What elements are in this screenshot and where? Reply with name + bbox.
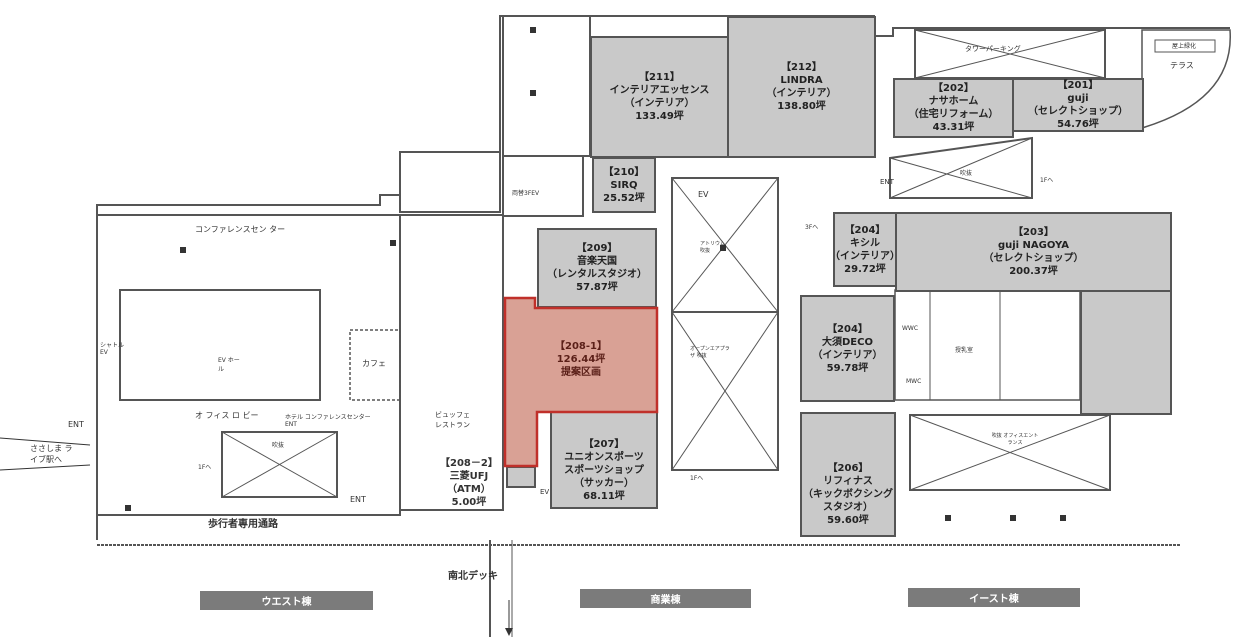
unit-name: SIRQ: [610, 179, 638, 191]
unit-number: 【207】: [583, 438, 625, 450]
proposal-label: 【208-1】 126.44坪 提案区画: [505, 340, 657, 379]
unit-name: LINDRA: [780, 75, 823, 86]
unit-type: （住宅リフォーム）: [908, 109, 999, 120]
unit-name: guji: [1067, 93, 1089, 104]
exchange-3f-ev-label: 両替3FEV: [512, 190, 540, 197]
unit-area: 59.60坪: [827, 515, 869, 526]
nursing-room-label: 授乳室: [955, 347, 974, 354]
unit-type: （キックボクシング: [803, 489, 893, 500]
unit-type: スタジオ）: [823, 502, 873, 513]
office-entrance-void-label: 吹抜 オフィスエントランス: [991, 433, 1039, 446]
cafe-label: カフェ: [362, 359, 386, 368]
unit-207[interactable]: 【207】ユニオンスポーツスポーツショップ（サッカー）68.11坪: [550, 411, 658, 509]
office-lobby-label: オ フィス ロ ビー: [195, 411, 259, 420]
unit-204-kishiru[interactable]: 【204】キシル（インテリア）29.72坪: [830, 212, 900, 287]
unit-type: （インテリア）: [624, 98, 695, 109]
ev-label: EV: [698, 190, 709, 199]
unit-202[interactable]: 【202】ナサホーム （住宅リフォーム） 43.31坪: [893, 78, 1014, 138]
to-1f-label-2: 1Fへ: [1040, 177, 1054, 184]
mwc-label: MWC: [906, 378, 922, 385]
unit-type: スポーツショップ: [564, 464, 644, 476]
shuttle-ev-label: シャトル EV: [100, 342, 125, 356]
unit-type: （セレクトショップ）: [983, 253, 1084, 264]
unit-area: 133.49坪: [635, 111, 684, 122]
unit-number: 【211】: [639, 72, 680, 83]
unit-204-deco[interactable]: 【204】大須DECO（インテリア）59.78坪: [800, 295, 895, 402]
unit-206[interactable]: 【206】リフィナス （キックボクシングスタジオ） 59.60坪: [800, 412, 896, 537]
building-commercial: 商業棟: [580, 589, 751, 608]
ent-west[interactable]: ENT: [68, 420, 84, 429]
unit-203-extension[interactable]: [1080, 290, 1172, 415]
north-south-deck-label: 南北デッキ: [448, 571, 498, 582]
ent-south[interactable]: ENT: [350, 495, 366, 504]
unit-name: guji NAGOYA: [997, 240, 1070, 251]
sasashima-station-label: ささしま ライブ駅へ: [30, 444, 73, 464]
hotel-conference-ent-label: ホテル コンファレンスセンター ENT: [285, 414, 371, 428]
atrium-label: アトリウム 吹抜: [700, 241, 726, 254]
to-1f-label: 1Fへ: [198, 464, 212, 471]
unit-area: 68.11坪: [583, 490, 625, 502]
unit-type: （レンタルスタジオ）: [547, 269, 647, 280]
void-label-2: 吹抜: [960, 170, 973, 177]
unit-name: インテリアエッセンス: [609, 85, 710, 96]
unit-area: 138.80坪: [777, 101, 826, 112]
unit-203[interactable]: 【203】 guji NAGOYA （セレクトショップ） 200.37坪: [895, 212, 1172, 292]
unit-number: 【204】: [844, 224, 886, 236]
void-label: 吹抜: [272, 442, 285, 449]
unit-name: 音楽天国: [577, 256, 617, 267]
conference-center-label: コンファレンスセン ター: [195, 225, 286, 234]
unit-number: 【210】: [603, 166, 645, 178]
unit-type: （インテリア）: [766, 88, 837, 99]
ev-label-2: EV: [540, 488, 550, 496]
unit-type: （インテリア）: [812, 349, 883, 361]
unit-area: 54.76坪: [1057, 119, 1099, 130]
unit-area: 25.52坪: [603, 192, 645, 204]
tower-parking-label: タワーパーキング: [965, 45, 1021, 53]
terrace-label: テラス: [1170, 61, 1194, 70]
unit-type: （インテリア）: [830, 250, 900, 262]
unit-number: 【209】: [576, 243, 618, 254]
building-east: イースト棟: [908, 588, 1080, 607]
unit-number: 【203】: [1013, 227, 1054, 238]
to-3f-label: 3Fへ: [805, 224, 819, 231]
unit-area: 200.37坪: [1009, 266, 1058, 277]
unit-type: （セレクトショップ）: [1028, 106, 1128, 117]
proposal-title: 提案区画: [561, 367, 601, 378]
unit-area: 59.78坪: [826, 362, 869, 374]
unit-number: 【201】: [1057, 80, 1099, 91]
unit-number: 【208－2】: [440, 458, 498, 469]
ev-hall-label: EV ホール: [218, 357, 240, 373]
unit-area: 43.31坪: [932, 122, 975, 133]
unit-name: ユニオンスポーツ: [564, 451, 644, 463]
unit-number: 【212】: [781, 62, 822, 73]
unit-name: キシル: [850, 237, 880, 249]
unit-type: （ATM）: [447, 484, 491, 495]
building-west: ウエスト棟: [200, 591, 373, 610]
unit-number: 【206】: [827, 463, 869, 474]
unit-name: リフィナス: [823, 476, 873, 487]
unit-area: 57.87坪: [576, 282, 618, 293]
unit-number: 【204】: [827, 323, 868, 335]
proposal-number: 【208-1】: [555, 341, 607, 352]
unit-area: 29.72坪: [844, 263, 886, 275]
buffet-restaurant-label: ビュッフェ レストラン: [435, 411, 470, 429]
unit-name: 三菱UFJ: [449, 471, 489, 482]
unit-201[interactable]: 【201】 guji （セレクトショップ） 54.76坪: [1012, 78, 1144, 132]
to-1f-label-3: 1Fへ: [690, 475, 704, 482]
unit-212[interactable]: 【212】 LINDRA （インテリア） 138.80坪: [727, 16, 876, 158]
unit-name: ナサホーム: [928, 96, 979, 107]
unit-name: 大須DECO: [822, 336, 873, 348]
ent-east[interactable]: ENT: [880, 178, 894, 186]
rooftop-green-label: 屋上緑化: [1172, 43, 1197, 50]
unit-number: 【202】: [933, 83, 974, 94]
unit-area: 5.00坪: [451, 497, 487, 508]
unit-type: （サッカー）: [574, 477, 634, 489]
open-air-plaza-label: オープンエアプラザ 吹抜: [690, 346, 730, 359]
unit-208-2-label: 【208－2】 三菱UFJ （ATM） 5.00坪: [440, 457, 498, 509]
wwc-label: WWC: [902, 325, 919, 332]
pedestrian-path-label: 歩行者専用通路: [208, 519, 278, 530]
proposal-area: 126.44坪: [556, 354, 606, 365]
